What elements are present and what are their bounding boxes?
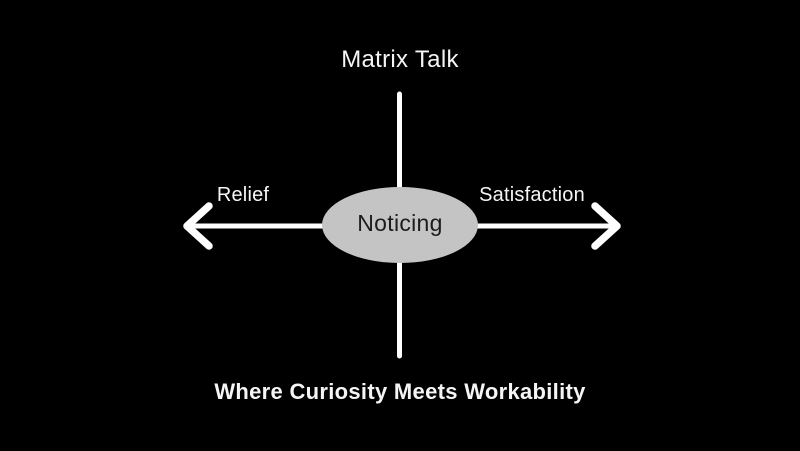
right-arrowhead-icon <box>591 202 621 250</box>
diagram-title: Matrix Talk <box>341 46 459 73</box>
center-ellipse-label: Noticing <box>357 210 443 237</box>
axis-label-satisfaction: Satisfaction <box>479 184 585 206</box>
diagram-subtitle: Where Curiosity Meets Workability <box>214 379 586 404</box>
left-arrowhead-icon <box>183 202 213 250</box>
axis-label-relief: Relief <box>216 184 270 206</box>
center-ellipse <box>322 187 478 263</box>
